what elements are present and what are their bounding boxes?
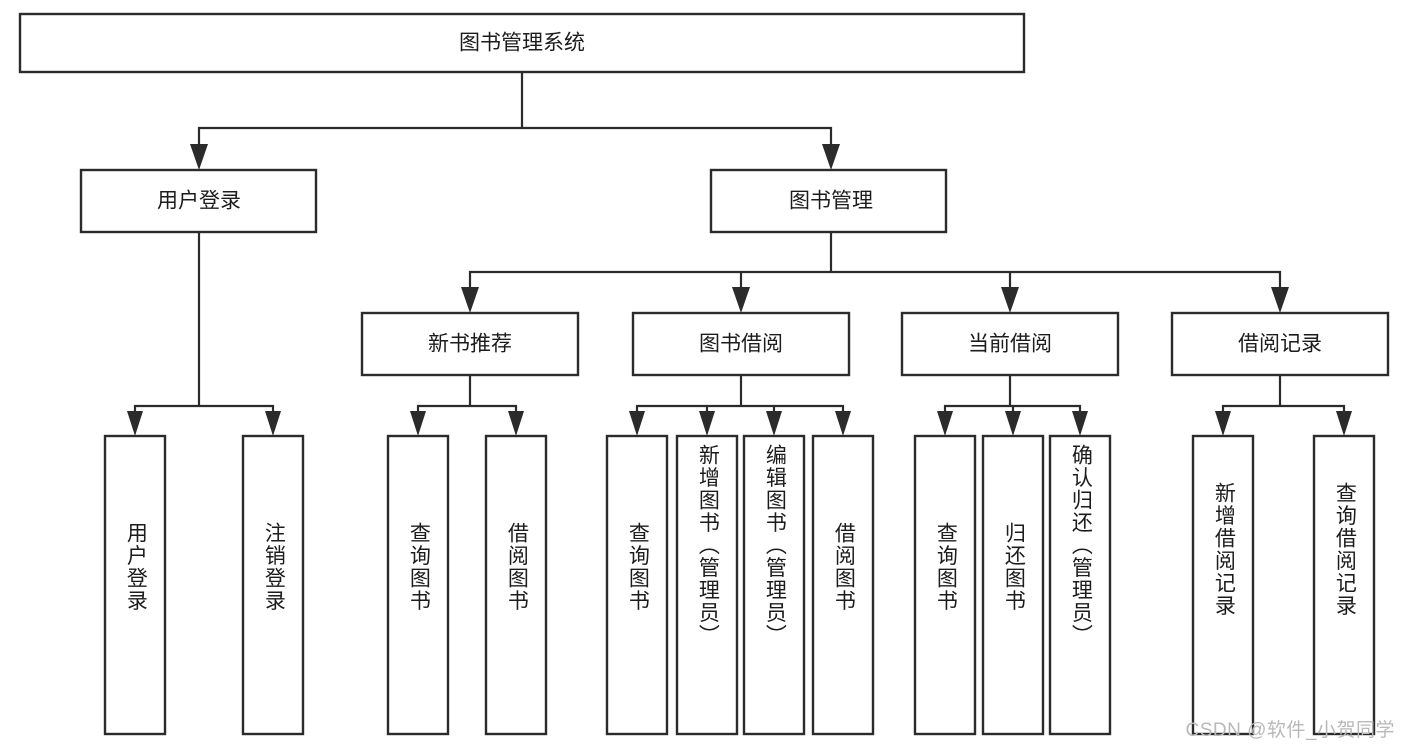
- leaf-box-layer: [103, 434, 1376, 736]
- leaf-box-query-book-borrow[interactable]: [605, 434, 669, 736]
- leaf-box-add-book-admin[interactable]: [675, 434, 739, 736]
- node-current-borrow[interactable]: 当前借阅: [900, 311, 1120, 377]
- connector-borrow-bus: [635, 373, 845, 420]
- node-user-login-box[interactable]: [79, 168, 318, 234]
- node-borrow-record[interactable]: 借阅记录: [1170, 311, 1390, 377]
- arrow-current-to-query-book: [937, 411, 953, 436]
- leaf-box-return-book[interactable]: [981, 434, 1045, 736]
- node-root[interactable]: 图书管理系统: [18, 12, 1026, 74]
- node-current-borrow-box[interactable]: [900, 311, 1120, 377]
- node-root-box[interactable]: [18, 12, 1026, 74]
- arrow-borrow-to-add-book: [699, 411, 715, 436]
- arrow-book-manage-to-current: [1001, 287, 1019, 313]
- node-user-login[interactable]: 用户登录: [79, 168, 318, 234]
- connector-new-book-bus: [416, 373, 518, 420]
- node-borrow-record-label: 借阅记录: [1238, 333, 1322, 356]
- arrow-new-book-to-query: [410, 411, 426, 436]
- node-current-borrow-label: 当前借阅: [968, 333, 1052, 356]
- arrow-book-manage-to-new-book: [461, 287, 479, 313]
- arrow-current-to-confirm-return: [1072, 411, 1088, 436]
- arrow-book-manage-to-borrow: [732, 287, 750, 313]
- node-book-borrow-label: 图书借阅: [699, 333, 783, 356]
- connector-layer: [127, 70, 1352, 436]
- node-book-borrow-box[interactable]: [631, 311, 851, 377]
- connector-root-bus: [197, 70, 833, 154]
- arrow-borrow-to-query-book: [629, 411, 645, 436]
- arrow-borrow-to-borrow-book: [835, 411, 851, 436]
- leaf-box-query-book-curr[interactable]: [913, 434, 977, 736]
- arrow-root-to-book-manage: [822, 144, 840, 170]
- node-book-manage-label: 图书管理: [789, 190, 873, 213]
- arrow-record-to-add-record: [1215, 411, 1231, 436]
- leaf-box-add-record[interactable]: [1191, 434, 1255, 736]
- leaf-box-query-book-new[interactable]: [386, 434, 450, 736]
- arrow-book-manage-to-record: [1271, 287, 1289, 313]
- node-borrow-record-box[interactable]: [1170, 311, 1390, 377]
- leaf-box-borrow-book[interactable]: [811, 434, 875, 736]
- node-new-book-recommend-box[interactable]: [360, 311, 580, 377]
- leaf-box-edit-book-admin[interactable]: [742, 434, 806, 736]
- node-user-login-label: 用户登录: [157, 190, 241, 213]
- connector-record-bus: [1221, 373, 1346, 420]
- node-root-label: 图书管理系统: [459, 32, 585, 55]
- arrow-record-to-query-record: [1336, 411, 1352, 436]
- arrow-borrow-to-edit-book: [766, 411, 782, 436]
- leaf-box-confirm-return[interactable]: [1048, 434, 1112, 736]
- leaf-box-logout[interactable]: [241, 434, 305, 736]
- leaf-box-borrow-book-new[interactable]: [484, 434, 548, 736]
- node-new-book-recommend-label: 新书推荐: [428, 333, 512, 356]
- arrow-user-login-to-leaf-logout: [265, 411, 281, 436]
- leaf-box-user-login[interactable]: [103, 434, 167, 736]
- arrow-new-book-to-borrow: [508, 411, 524, 436]
- arrow-current-to-return-book: [1005, 411, 1021, 436]
- node-book-borrow[interactable]: 图书借阅: [631, 311, 851, 377]
- connector-user-login-bus: [133, 230, 275, 420]
- leaf-box-query-record[interactable]: [1312, 434, 1376, 736]
- connector-book-manage-bus: [468, 230, 1282, 294]
- node-new-book-recommend[interactable]: 新书推荐: [360, 311, 580, 377]
- arrow-root-to-user-login: [190, 144, 208, 170]
- arrow-user-login-to-leaf-login: [127, 411, 143, 436]
- node-book-manage[interactable]: 图书管理: [709, 168, 948, 234]
- node-book-manage-box[interactable]: [709, 168, 948, 234]
